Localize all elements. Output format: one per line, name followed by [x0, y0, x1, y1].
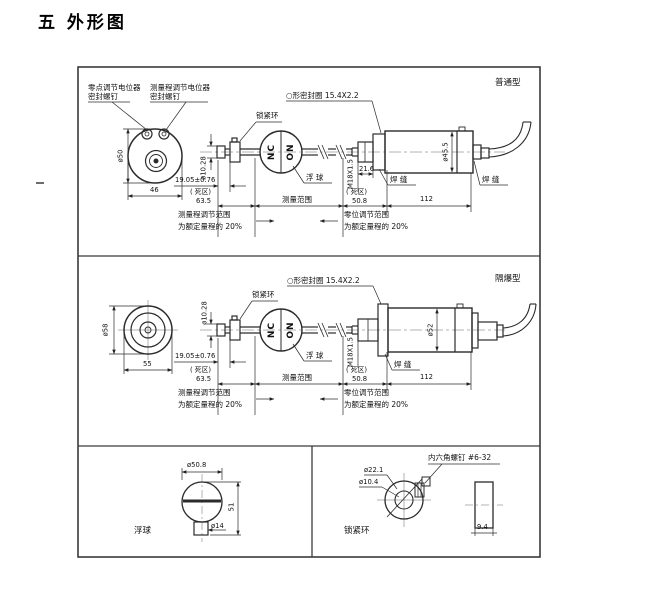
zero-pot-label-line1: 零点调节电位器 [88, 83, 141, 92]
range-label-standard: 测量范围 [282, 195, 312, 204]
lock-ring-detail-view [359, 463, 503, 536]
span-note-line2-standard: 为额定量程的 20% [178, 222, 243, 231]
dim-rod-dia-explosion: ø10.28 [200, 301, 209, 325]
zero-note-line2-standard: 为额定量程的 20% [344, 222, 409, 231]
housing-front-view-explosion [118, 300, 178, 360]
dimensions-standard [174, 131, 472, 237]
dim-body-length-explosion: 112 [420, 373, 433, 381]
dead-zone-left-value-standard: 63.5 [196, 197, 212, 205]
float-detail-view [181, 468, 241, 542]
weld-label-1-standard: 焊 缝 [390, 175, 408, 184]
dim-housing-width-explosion: 55 [143, 360, 152, 368]
dead-zone-right-value-standard: 50.8 [352, 197, 368, 205]
on-marking-standard: ON [286, 143, 296, 161]
dead-zone-left-value-explosion: 63.5 [196, 375, 212, 383]
housing-dims-standard [123, 128, 183, 200]
float-detail-label: 浮球 [134, 526, 152, 536]
dim-housing-width-standard: 46 [150, 186, 159, 194]
float-label-explosion: 浮 球 [306, 351, 324, 360]
float-label-standard: 浮 球 [306, 173, 324, 182]
span-note-line1-standard: 测量程调节范围 [178, 210, 231, 219]
zero-note-line1-explosion: 零位调节范围 [344, 388, 389, 397]
thread-spec-explosion: M18X1.5 [346, 337, 355, 367]
standard-type-view [88, 100, 532, 237]
explosion-type-view [109, 285, 537, 415]
oring-label-explosion: ○形密封圈 15.4X2.2 [287, 276, 360, 285]
zero-pot-label-line2: 密封螺钉 [88, 92, 118, 101]
lock-ring-detail-label: 锁紧环 [344, 526, 370, 536]
zero-note-line1-standard: 零位调节范围 [344, 210, 389, 219]
dim-float-travel-standard: 19.05±0.76 [175, 176, 216, 184]
probe-assembly-standard [216, 121, 532, 174]
dead-zone-right-value-explosion: 50.8 [352, 375, 368, 383]
type-label-explosion: 隔爆型 [495, 274, 521, 284]
thread-spec-standard: M18X1.5 [346, 159, 355, 189]
lock-ring-label-explosion: 锁紧环 [252, 290, 275, 299]
dim-float-dia: ø50.8 [187, 461, 207, 469]
lock-ring-label-standard: 锁紧环 [256, 111, 279, 120]
dim-hex-width-standard: 21.6 [359, 165, 375, 173]
dead-zone-left-label-standard: ( 死区) [190, 188, 212, 196]
span-pot-label-line2: 密封螺钉 [150, 92, 180, 101]
span-note-line2-explosion: 为额定量程的 20% [178, 400, 243, 409]
dim-ring-outer-dia: ø22.1 [364, 466, 384, 474]
housing-front-view-standard [127, 128, 183, 184]
drawing-frame [36, 66, 541, 558]
dim-body-dia-explosion: ø52 [426, 323, 435, 337]
dim-body-length-standard: 112 [420, 195, 433, 203]
pot-label-leaders [88, 101, 208, 131]
type-label-standard: 普通型 [495, 78, 521, 88]
dim-float-stem-dia: ø14 [211, 522, 224, 530]
range-label-explosion: 测量范围 [282, 373, 312, 382]
dead-zone-right-label-standard: ( 死区) [346, 188, 368, 196]
dim-ring-thickness: 9.4 [477, 523, 488, 531]
nc-marking-standard: NC [267, 143, 277, 161]
dead-zone-right-label-explosion: ( 死区) [346, 366, 368, 374]
oring-label-standard: ○形密封圈 15.4X2.2 [286, 91, 359, 100]
span-note-line1-explosion: 测量程调节范围 [178, 388, 231, 397]
leaders-standard [239, 100, 508, 186]
dead-zone-left-label-explosion: ( 死区) [190, 366, 212, 374]
nc-marking-explosion: NC [267, 321, 277, 339]
dim-housing-dia-explosion: ø58 [101, 323, 110, 337]
housing-dims-explosion [109, 305, 173, 374]
dim-float-travel-explosion: 19.05±0.76 [175, 352, 216, 360]
hex-screw-label: 内六角螺钉 #6-32 [428, 453, 492, 462]
probe-assembly-explosion [216, 303, 537, 357]
on-marking-explosion: ON [286, 321, 296, 339]
span-pot-label-line1: 测量程调节电位器 [150, 83, 210, 92]
dim-float-height: 51 [227, 502, 236, 512]
weld-label-2-standard: 焊 缝 [482, 175, 500, 184]
leaders-explosion [239, 285, 420, 371]
page-title: 五 外形图 [38, 13, 127, 33]
dim-body-dia-standard: ø45.5 [441, 142, 450, 162]
weld-label-explosion: 焊 缝 [394, 360, 412, 369]
dimensions-explosion [174, 308, 472, 415]
dim-housing-dia-standard: ø50 [116, 149, 125, 163]
dim-ring-inner-dia: ø10.4 [359, 478, 379, 486]
zero-note-line2-explosion: 为额定量程的 20% [344, 400, 409, 409]
